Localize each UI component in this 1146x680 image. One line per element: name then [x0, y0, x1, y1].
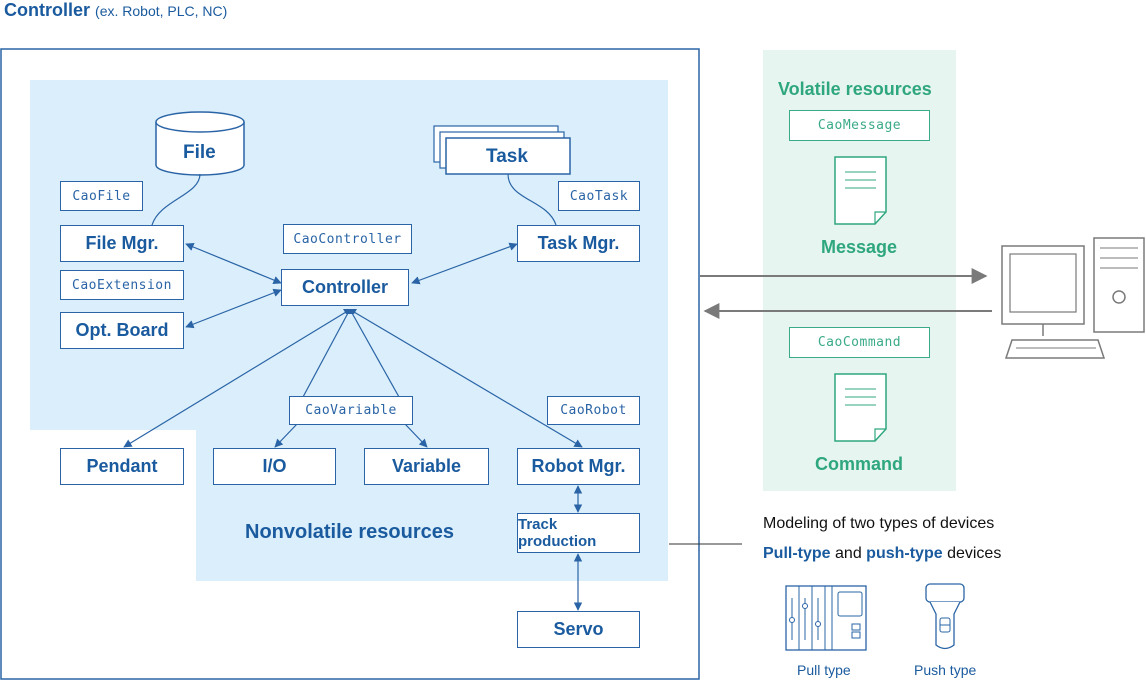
arrow-variable-variable [404, 423, 428, 448]
push-type-caption: Push type [914, 662, 977, 678]
file-mgr-node: File Mgr. [60, 225, 184, 262]
pull-type-device-icon [785, 585, 867, 651]
cao-command-label: CaoCommand [789, 327, 930, 358]
controller-frame [0, 48, 700, 680]
cao-file-label: CaoFile [60, 181, 143, 211]
arrow-controller-robotmgr [353, 311, 583, 448]
cao-controller-label: CaoController [283, 224, 412, 254]
modeling-note-line2: Pull-type and push-type devices [763, 545, 1001, 563]
opt-board-node: Opt. Board [60, 312, 184, 349]
arrow-taskmgr-controller [411, 242, 518, 285]
title-main: Controller [4, 0, 91, 20]
io-node: I/O [213, 448, 336, 485]
push-type-text: push-type [866, 545, 943, 562]
arrow-controller-pendant [123, 311, 347, 448]
pull-type-text: Pull-type [763, 545, 831, 562]
file-database-icon [155, 111, 245, 176]
arrow-optboard-controller [185, 288, 282, 329]
file-label: File [183, 142, 216, 163]
task-label: Task [486, 146, 528, 167]
pull-type-caption: Pull type [797, 662, 851, 678]
command-label: Command [815, 454, 904, 474]
command-document-icon [834, 373, 887, 442]
task-link [507, 173, 557, 226]
controller-node: Controller [281, 269, 409, 306]
pendant-node: Pendant [60, 448, 184, 485]
cao-extension-label: CaoExtension [60, 270, 184, 300]
and-text: and [835, 545, 862, 562]
devices-text: devices [947, 545, 1002, 562]
diagram-title: Controller (ex. Robot, PLC, NC) [4, 0, 227, 21]
line-controller-caovariable-r [351, 312, 400, 398]
nonvolatile-resources-label: Nonvolatile resources [245, 521, 454, 543]
file-link [151, 173, 201, 226]
track-production-node: Track production [517, 513, 640, 553]
message-label: Message [821, 237, 898, 257]
line-controller-caovariable-l [302, 312, 349, 398]
cao-message-label: CaoMessage [789, 110, 930, 141]
cao-robot-label: CaoRobot [547, 396, 640, 425]
cao-variable-label: CaoVariable [289, 396, 413, 425]
title-subtitle: (ex. Robot, PLC, NC) [95, 3, 228, 19]
arrow-variable-io [274, 423, 298, 448]
cao-task-label: CaoTask [558, 181, 640, 211]
servo-node: Servo [517, 611, 640, 648]
message-document-icon [834, 156, 887, 225]
pc-computer-icon [1001, 237, 1145, 359]
nonvolatile-region [30, 80, 668, 581]
variable-node: Variable [364, 448, 489, 485]
robot-mgr-node: Robot Mgr. [517, 448, 640, 485]
controller-hub [343, 309, 357, 314]
push-type-device-icon [925, 583, 965, 650]
arrow-filemgr-controller [185, 242, 282, 285]
task-mgr-node: Task Mgr. [517, 225, 640, 262]
task-stack-icon [433, 125, 571, 175]
modeling-note-line1: Modeling of two types of devices [763, 515, 995, 532]
volatile-resources-label: Volatile resources [778, 79, 932, 99]
